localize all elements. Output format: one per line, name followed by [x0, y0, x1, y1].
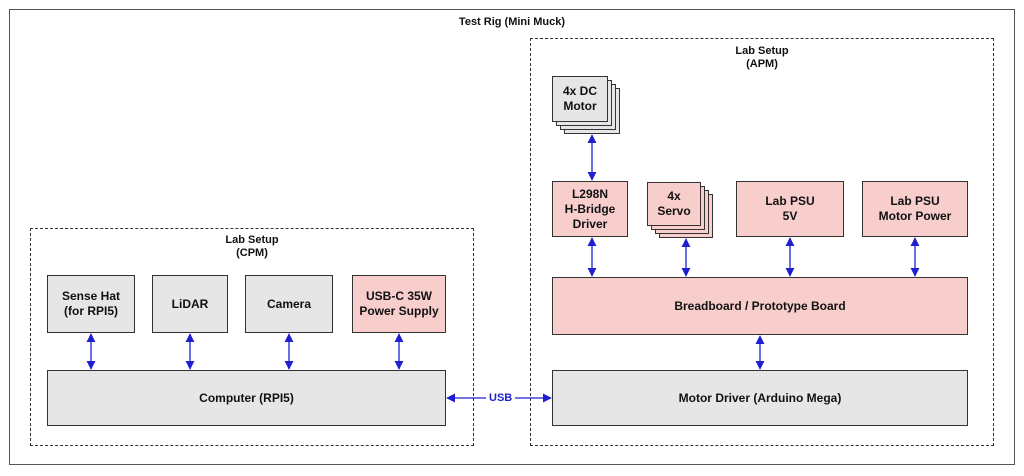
- power-supply-box: USB-C 35W Power Supply: [352, 275, 446, 333]
- sense-hat-box: Sense Hat (for RPI5): [47, 275, 135, 333]
- camera-box: Camera: [245, 275, 333, 333]
- cpm-title: Lab Setup (CPM): [225, 234, 279, 259]
- servo-stack: 4x Servo: [647, 182, 713, 238]
- computer-box: Computer (RPI5): [47, 370, 446, 426]
- apm-group: Lab Setup (APM): [530, 38, 994, 446]
- breadboard-box: Breadboard / Prototype Board: [552, 277, 968, 335]
- dc-motor-stack: 4x DC Motor: [552, 76, 620, 134]
- motor-driver-box: Motor Driver (Arduino Mega): [552, 370, 968, 426]
- h-bridge-box: L298N H-Bridge Driver: [552, 181, 628, 237]
- usb-link-label: USB: [486, 392, 516, 404]
- test-rig-title: Test Rig (Mini Muck): [458, 16, 566, 28]
- psu-5v-box: Lab PSU 5V: [736, 181, 844, 237]
- servo-box: 4x Servo: [647, 182, 701, 226]
- cpm-group: Lab Setup (CPM): [30, 228, 474, 446]
- dc-motor-box: 4x DC Motor: [552, 76, 608, 122]
- psu-motor-box: Lab PSU Motor Power: [862, 181, 968, 237]
- lidar-box: LiDAR: [152, 275, 228, 333]
- apm-title: Lab Setup (APM): [735, 45, 789, 70]
- test-rig-frame: Test Rig (Mini Muck): [9, 9, 1015, 465]
